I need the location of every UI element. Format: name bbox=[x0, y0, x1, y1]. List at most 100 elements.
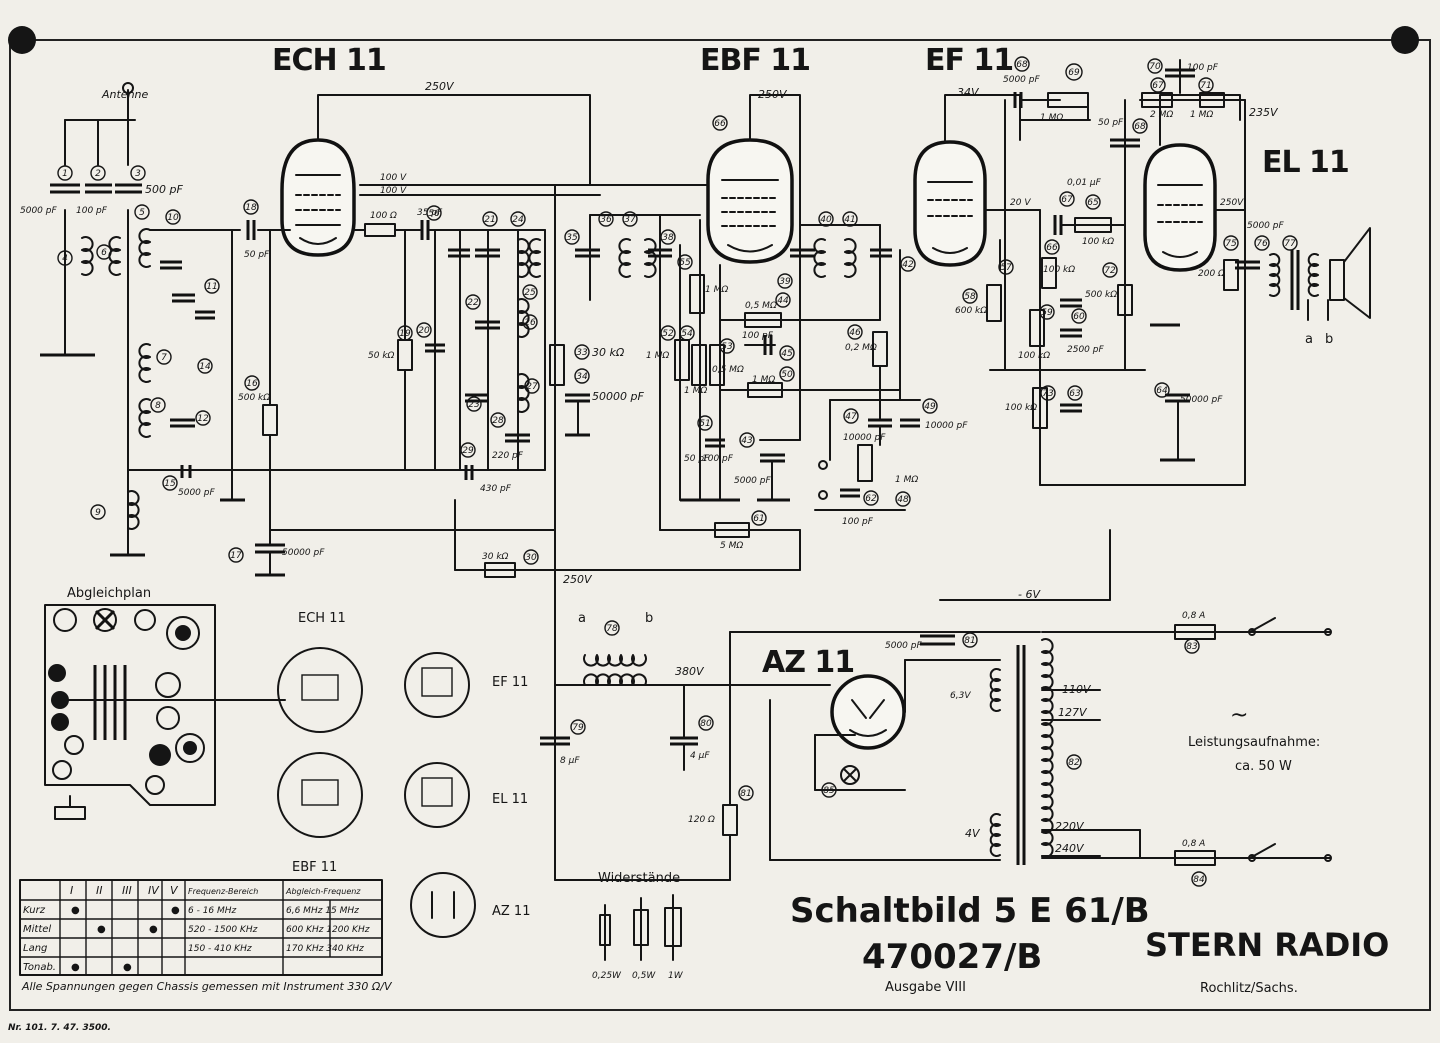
value-c29: 430 pF bbox=[480, 484, 512, 494]
resistor-legend-025w: 0,25W bbox=[592, 971, 622, 981]
svg-text:65: 65 bbox=[1087, 198, 1099, 208]
svg-text:37: 37 bbox=[624, 215, 636, 225]
svg-text:45: 45 bbox=[781, 349, 793, 359]
alignment-plan-title: Abgleichplan bbox=[67, 586, 151, 601]
value-r69: 1 MΩ bbox=[1040, 113, 1063, 123]
value-c70: 100 pF bbox=[1187, 63, 1219, 73]
table-cell: Mittel bbox=[23, 924, 51, 935]
svg-text:15: 15 bbox=[164, 479, 176, 489]
table-cell: 520 - 1500 KHz bbox=[188, 925, 258, 935]
svg-text:44: 44 bbox=[777, 296, 789, 306]
power-consumption-value: ca. 50 W bbox=[1235, 759, 1292, 774]
value-r76: 200 Ω bbox=[1198, 269, 1225, 279]
value-r-100: 100 Ω bbox=[370, 211, 397, 221]
footer-measurement-note: Alle Spannungen gegen Chassis gemessen m… bbox=[21, 980, 393, 993]
component-values: 5000 pF 100 pF 500 pF 50 pF 100 Ω 35 pF … bbox=[20, 63, 1284, 849]
voltage-labels: 250V 250V 34V 235V 100 V 100 V 20 V 250V… bbox=[380, 80, 1279, 855]
svg-text:73: 73 bbox=[1042, 389, 1054, 399]
value-c68: 5000 pF bbox=[1003, 75, 1040, 85]
voltage-127: 127V bbox=[1058, 706, 1088, 719]
resistor-legend: Widerstände 0,25W 0,5W 1W bbox=[592, 871, 684, 981]
table-cell: 170 KHz 340 KHz bbox=[286, 944, 364, 954]
svg-text:5: 5 bbox=[139, 208, 145, 218]
pinout-az11-title: AZ 11 bbox=[492, 904, 530, 919]
value-c75: 5000 pF bbox=[1247, 221, 1284, 231]
svg-text:43: 43 bbox=[741, 436, 753, 446]
voltage-4: 4V bbox=[965, 827, 981, 840]
resistor-legend-title: Widerstände bbox=[598, 871, 680, 886]
table-header: II bbox=[96, 884, 103, 897]
component-numbers: 1 2 3 4 5 6 7 8 9 10 11 12 14 15 16 17 1… bbox=[57, 56, 1298, 887]
alignment-plan: Abgleichplan bbox=[44, 586, 286, 820]
svg-text:75: 75 bbox=[1225, 239, 1237, 249]
schematic-title: Schaltbild 5 E 61/B bbox=[790, 891, 1150, 931]
tube-title-ef11: EF 11 bbox=[925, 43, 1013, 78]
svg-text:70: 70 bbox=[1149, 62, 1161, 72]
tube-az11 bbox=[830, 674, 906, 750]
svg-text:63: 63 bbox=[1069, 389, 1081, 399]
svg-text:9: 9 bbox=[95, 508, 101, 518]
tube-title-el11: EL 11 bbox=[1262, 145, 1349, 180]
tube-title-ebf11: EBF 11 bbox=[700, 43, 810, 78]
svg-text:26: 26 bbox=[524, 318, 536, 328]
svg-text:54: 54 bbox=[681, 329, 693, 339]
value-r33: 30 kΩ bbox=[592, 346, 625, 359]
value-c18: 50 pF bbox=[244, 250, 270, 260]
value-c47: 10000 pF bbox=[843, 433, 886, 443]
value-r61: 5 MΩ bbox=[720, 541, 743, 551]
value-r55: 1 MΩ bbox=[705, 285, 728, 295]
svg-text:55: 55 bbox=[679, 258, 691, 268]
value-c51b: 100 pF bbox=[702, 454, 734, 464]
svg-text:23: 23 bbox=[468, 400, 480, 410]
value-r65: 100 kΩ bbox=[1082, 237, 1114, 247]
value-r66: 100 kΩ bbox=[1043, 265, 1075, 275]
table-cell: 6,6 MHz 15 MHz bbox=[286, 906, 359, 916]
page-border bbox=[9, 39, 1431, 1011]
value-c64: 50000 pF bbox=[1180, 395, 1223, 405]
pinout-diagrams: ECH 11 EF 11 EBF 11 EL 11 AZ 11 bbox=[277, 611, 530, 938]
svg-text:62: 62 bbox=[865, 494, 877, 504]
voltage-235: 235V bbox=[1249, 106, 1279, 119]
svg-text:56: 56 bbox=[428, 209, 440, 219]
svg-text:30: 30 bbox=[525, 553, 537, 563]
svg-text:52: 52 bbox=[662, 329, 674, 339]
value-r53: 0,5 MΩ bbox=[712, 365, 744, 375]
pickup-terminal-a: a bbox=[578, 611, 586, 626]
svg-text:80: 80 bbox=[700, 719, 712, 729]
table-cell: ● bbox=[97, 924, 106, 935]
pickup-terminal-b: b bbox=[645, 611, 653, 626]
value-c51: 50 pF bbox=[684, 454, 710, 464]
value-c80: 4 μF bbox=[690, 751, 710, 761]
svg-text:49: 49 bbox=[924, 402, 936, 412]
svg-text:18: 18 bbox=[245, 203, 257, 213]
svg-text:72: 72 bbox=[1104, 266, 1116, 276]
svg-text:12: 12 bbox=[197, 414, 209, 424]
table-cell: ● bbox=[71, 905, 80, 916]
corner-mount-hole-left bbox=[8, 26, 36, 54]
svg-text:53: 53 bbox=[721, 342, 733, 352]
svg-text:21: 21 bbox=[484, 215, 495, 225]
svg-text:6: 6 bbox=[101, 248, 107, 258]
corner-mount-hole-right bbox=[1391, 26, 1419, 54]
voltage-minus6: - 6V bbox=[1018, 588, 1041, 601]
resistor-legend-05w: 0,5W bbox=[632, 971, 656, 981]
value-r19: 50 kΩ bbox=[368, 351, 395, 361]
voltage-250-el: 250V bbox=[1220, 198, 1244, 208]
value-r59: 100 kΩ bbox=[1018, 351, 1050, 361]
tube-el11 bbox=[1143, 143, 1217, 272]
table-cell: 600 KHz 1200 KHz bbox=[286, 925, 370, 935]
svg-text:42: 42 bbox=[902, 260, 914, 270]
svg-text:59: 59 bbox=[1041, 308, 1053, 318]
table-cell: 150 - 410 KHz bbox=[188, 944, 252, 954]
table-header: Frequenz-Bereich bbox=[188, 887, 258, 896]
svg-text:20: 20 bbox=[418, 326, 430, 336]
table-header: III bbox=[122, 884, 132, 897]
power-consumption-label: Leistungsaufnahme: bbox=[1188, 735, 1320, 750]
table-header: I bbox=[70, 884, 73, 897]
voltage-110: 110V bbox=[1062, 683, 1092, 696]
svg-text:34: 34 bbox=[576, 372, 588, 382]
wiring bbox=[40, 59, 1371, 881]
value-c68b: 50 pF bbox=[1098, 118, 1124, 128]
